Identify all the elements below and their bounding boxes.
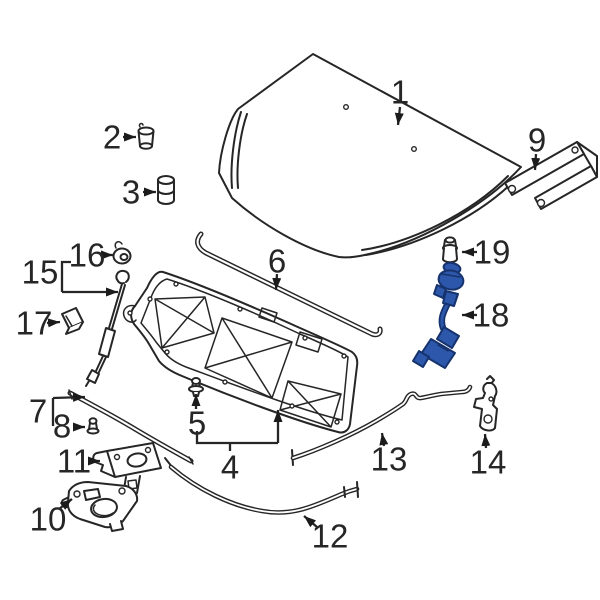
callout-10[interactable]: 10 bbox=[30, 498, 73, 538]
callout-6[interactable]: 6 bbox=[268, 243, 286, 291]
hood-insulation-pad[interactable] bbox=[122, 270, 359, 434]
callout-17[interactable]: 17 bbox=[16, 305, 61, 342]
release-handle-bracket[interactable] bbox=[473, 375, 498, 432]
switch-grommet[interactable] bbox=[442, 236, 458, 264]
callout-label-2: 2 bbox=[103, 119, 121, 156]
callout-label-7: 7 bbox=[29, 393, 47, 430]
weatherstrip-clip[interactable] bbox=[86, 417, 100, 435]
callout-label-1: 1 bbox=[391, 74, 409, 111]
callout-4[interactable]: 4 bbox=[195, 410, 283, 486]
callout-arrow bbox=[531, 153, 541, 171]
callout-label-17: 17 bbox=[16, 305, 53, 342]
release-cable-front[interactable] bbox=[164, 457, 360, 515]
hood-switch-assembly[interactable] bbox=[412, 261, 465, 369]
callout-label-11: 11 bbox=[57, 443, 91, 480]
callout-bracket-line bbox=[60, 260, 71, 292]
callout-2[interactable]: 2 bbox=[103, 119, 136, 156]
hood-bumper[interactable] bbox=[157, 175, 175, 205]
callout-label-10: 10 bbox=[30, 501, 67, 538]
callout-label-15: 15 bbox=[22, 254, 59, 291]
callout-arrow bbox=[394, 106, 404, 126]
release-cable-rear[interactable] bbox=[290, 384, 473, 466]
callout-arrow bbox=[481, 433, 491, 449]
cowl-seal-strip[interactable] bbox=[195, 231, 383, 338]
callout-label-5: 5 bbox=[188, 405, 206, 442]
callout-arrow bbox=[58, 498, 73, 510]
callout-arrow bbox=[379, 432, 389, 447]
prop-rod-grommet[interactable] bbox=[112, 241, 132, 265]
front-weatherstrip[interactable] bbox=[67, 389, 194, 465]
callout-label-8: 8 bbox=[53, 408, 71, 445]
callout-9[interactable]: 9 bbox=[528, 122, 546, 171]
callout-label-13: 13 bbox=[371, 441, 408, 478]
overslam-bumper[interactable] bbox=[137, 122, 155, 150]
callout-label-9: 9 bbox=[528, 122, 546, 159]
callout-arrow bbox=[272, 273, 282, 291]
hood-latch-lock[interactable] bbox=[60, 481, 139, 532]
callout-arrow bbox=[46, 318, 61, 328]
callout-8[interactable]: 8 bbox=[53, 408, 85, 445]
callout-14[interactable]: 14 bbox=[470, 433, 507, 481]
insulation-clip[interactable] bbox=[188, 377, 204, 397]
hood-panel[interactable] bbox=[218, 53, 522, 259]
callout-label-12: 12 bbox=[312, 518, 349, 555]
hood-prop-rod[interactable] bbox=[85, 269, 130, 387]
hood-hinge[interactable] bbox=[504, 141, 598, 210]
callout-3[interactable]: 3 bbox=[122, 174, 156, 211]
callout-label-3: 3 bbox=[122, 174, 140, 211]
callout-16[interactable]: 16 bbox=[69, 237, 113, 274]
callout-arrow bbox=[303, 515, 318, 528]
callout-7[interactable]: 7 bbox=[29, 392, 86, 430]
callout-13[interactable]: 13 bbox=[371, 432, 408, 478]
prop-rod-clip[interactable] bbox=[61, 307, 84, 335]
callout-5[interactable]: 5 bbox=[188, 394, 206, 442]
callout-label-18: 18 bbox=[473, 297, 510, 334]
callout-19[interactable]: 19 bbox=[462, 234, 510, 271]
callout-arrow bbox=[52, 392, 86, 402]
callout-label-14: 14 bbox=[470, 444, 507, 481]
callout-label-4: 4 bbox=[221, 449, 239, 486]
callout-11[interactable]: 11 bbox=[57, 443, 100, 480]
callout-label-19: 19 bbox=[474, 234, 511, 271]
callout-label-16: 16 bbox=[69, 237, 106, 274]
callout-12[interactable]: 12 bbox=[303, 515, 349, 555]
callout-18[interactable]: 18 bbox=[462, 297, 509, 334]
callout-label-6: 6 bbox=[268, 243, 286, 280]
callout-bracket-line bbox=[195, 431, 278, 445]
callout-15[interactable]: 15 bbox=[22, 254, 118, 297]
callout-1[interactable]: 1 bbox=[391, 74, 409, 126]
